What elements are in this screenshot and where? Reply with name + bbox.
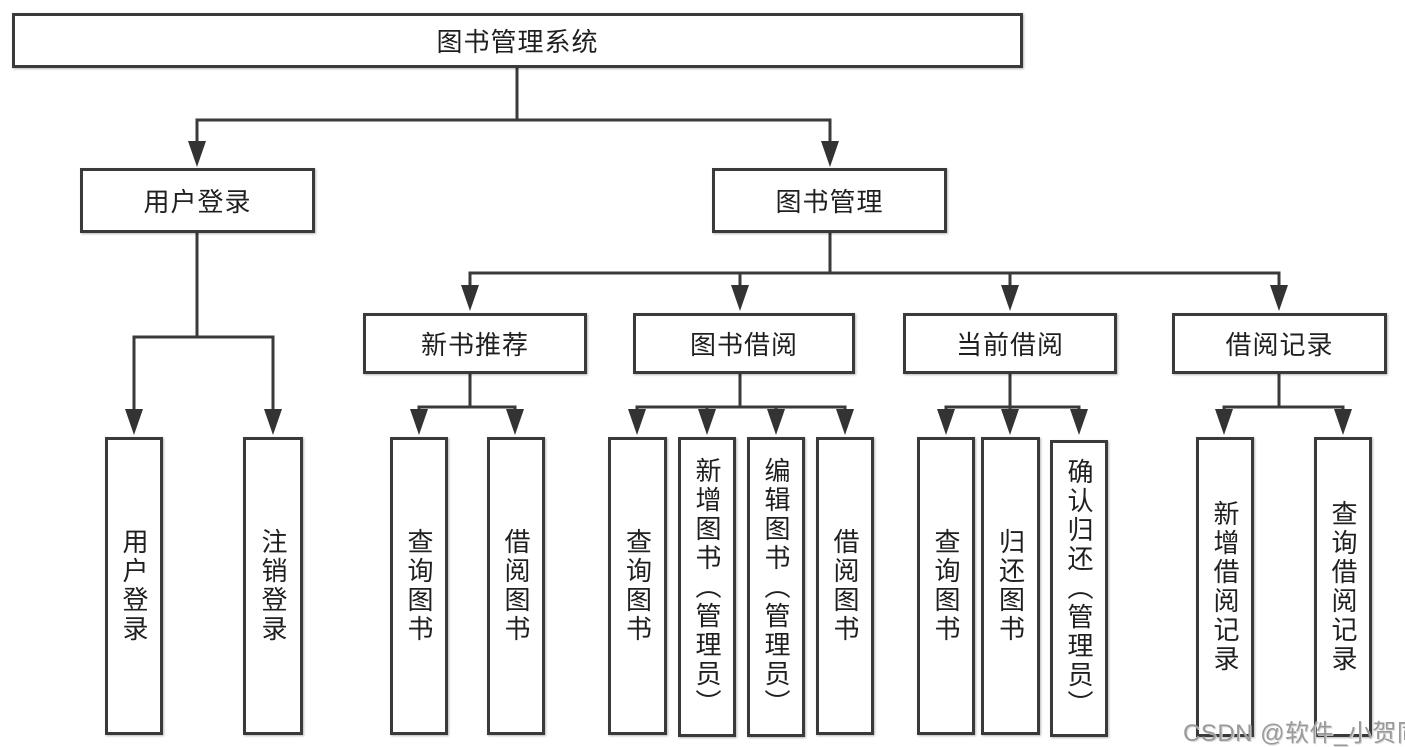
node-leaf-return-book: 归还图书 [981, 437, 1040, 735]
node-leaf-confirm-return-admin-label: 确认归还（管理员） [1064, 458, 1094, 719]
node-leaf-query-book-3: 查询图书 [917, 437, 975, 735]
node-leaf-borrow-book-2: 借阅图书 [816, 437, 874, 735]
node-leaf-confirm-return-admin: 确认归还（管理员） [1050, 440, 1108, 737]
node-leaf-user-login: 用户登录 [105, 437, 163, 735]
node-leaf-add-book-admin-label: 新增图书（管理员） [692, 456, 722, 718]
node-leaf-edit-book-admin-label: 编辑图书（管理员） [761, 456, 791, 718]
node-borrow-record-label: 借阅记录 [1225, 330, 1334, 360]
node-current-borrow: 当前借阅 [903, 313, 1117, 374]
arrowhead-icons [125, 141, 1352, 435]
node-new-book-recommend-label: 新书推荐 [420, 330, 529, 360]
node-leaf-user-login-label: 用户登录 [119, 528, 149, 644]
node-leaf-borrow-book-1: 借阅图书 [487, 437, 545, 735]
node-book-management: 图书管理 [712, 168, 947, 233]
csdn-watermark: CSDN @软件_小贺同学 [1183, 720, 1405, 747]
node-user-login: 用户登录 [80, 168, 315, 233]
node-leaf-query-book-1: 查询图书 [390, 437, 448, 735]
node-leaf-query-borrow-record-label: 查询借阅记录 [1328, 500, 1358, 674]
node-leaf-return-book-label: 归还图书 [995, 528, 1026, 644]
node-new-book-recommend: 新书推荐 [363, 313, 587, 374]
node-leaf-borrow-book-1-label: 借阅图书 [501, 528, 531, 644]
node-book-borrow-label: 图书借阅 [689, 330, 798, 360]
node-leaf-query-borrow-record: 查询借阅记录 [1314, 437, 1372, 737]
node-leaf-query-book-3-label: 查询图书 [931, 528, 961, 644]
node-leaf-add-borrow-record: 新增借阅记录 [1196, 437, 1254, 737]
node-current-borrow-label: 当前借阅 [955, 330, 1064, 360]
node-book-borrow: 图书借阅 [633, 313, 855, 374]
node-book-management-label: 图书管理 [775, 187, 884, 217]
node-library-system-label: 图书管理系统 [436, 27, 599, 57]
node-leaf-edit-book-admin: 编辑图书（管理员） [747, 437, 805, 737]
node-library-system: 图书管理系统 [12, 13, 1023, 68]
node-leaf-query-book-1-label: 查询图书 [404, 528, 434, 644]
node-leaf-borrow-book-2-label: 借阅图书 [830, 528, 860, 644]
node-leaf-query-book-2-label: 查询图书 [622, 528, 653, 644]
node-leaf-add-borrow-record-label: 新增借阅记录 [1210, 500, 1240, 674]
node-leaf-logout: 注销登录 [243, 437, 303, 735]
node-leaf-add-book-admin: 新增图书（管理员） [678, 437, 736, 737]
node-leaf-query-book-2: 查询图书 [608, 437, 667, 735]
node-leaf-logout-label: 注销登录 [258, 528, 288, 644]
node-user-login-label: 用户登录 [143, 187, 252, 217]
node-borrow-record: 借阅记录 [1172, 313, 1387, 374]
